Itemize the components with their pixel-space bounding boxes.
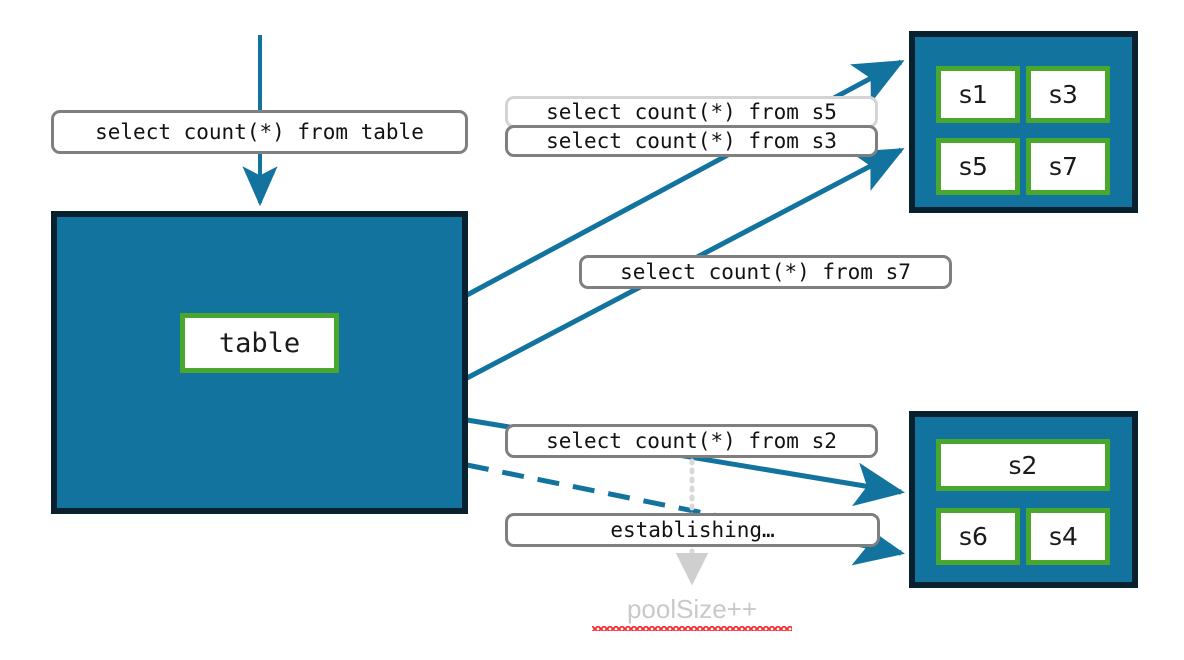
server-node-s3[interactable]: s3 — [1026, 66, 1110, 123]
query-label-s2[interactable]: select count(*) from s2 — [505, 424, 878, 458]
query-label-s3[interactable]: select count(*) from s3 — [505, 125, 878, 157]
poolsize-annotation: poolSize++ — [592, 594, 792, 631]
table-node[interactable]: table — [180, 313, 339, 373]
query-label-s7[interactable]: select count(*) from s7 — [579, 255, 952, 289]
query-label-establishing[interactable]: establishing… — [505, 513, 880, 547]
server-node-s7[interactable]: s7 — [1026, 138, 1110, 195]
server-node-s5[interactable]: s5 — [936, 138, 1020, 195]
server-node-s2[interactable]: s2 — [936, 439, 1110, 491]
spellcheck-underline-icon — [592, 626, 792, 631]
server-node-s4[interactable]: s4 — [1026, 508, 1110, 565]
query-label-s5[interactable]: select count(*) from s5 — [505, 96, 878, 128]
query-label-incoming[interactable]: select count(*) from table — [51, 110, 468, 154]
poolsize-annotation-text: poolSize++ — [626, 594, 758, 624]
server-node-s1[interactable]: s1 — [936, 66, 1020, 123]
server-node-s6[interactable]: s6 — [936, 508, 1020, 565]
